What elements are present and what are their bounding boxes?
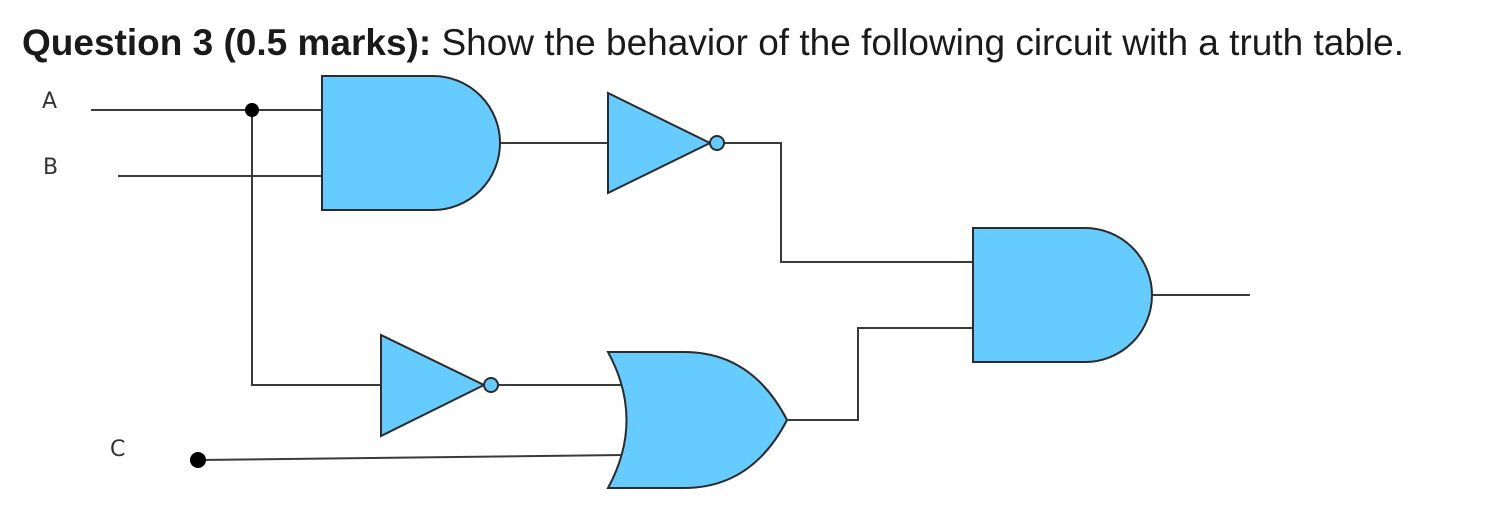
question-text: Show the behavior of the following circu…: [431, 22, 1404, 63]
junction-dot-a: [245, 103, 259, 117]
or-gate: [606, 351, 789, 489]
not-gate-1-bubble: [709, 135, 725, 151]
wires: [91, 109, 1250, 461]
wire-c-to-or: [197, 454, 624, 461]
question-prompt: Question 3 (0.5 marks): Show the behavio…: [22, 22, 1404, 64]
wire-a-branch-to-not2: [251, 110, 382, 386]
input-label-a: A: [42, 89, 57, 114]
not-gate-2-bubble: [483, 377, 499, 393]
not-gate-2: [380, 333, 487, 438]
question-label: Question 3 (0.5 marks):: [22, 22, 432, 63]
wire-or-to-and2: [787, 327, 973, 421]
wire-not1-to-and2: [724, 142, 973, 263]
input-label-c: C: [110, 437, 125, 462]
and-gate-2: [972, 227, 1153, 363]
not-gate-1: [607, 91, 713, 195]
input-label-b: B: [43, 155, 58, 180]
junction-dot-c: [190, 452, 206, 468]
and-gate-1: [321, 75, 501, 211]
